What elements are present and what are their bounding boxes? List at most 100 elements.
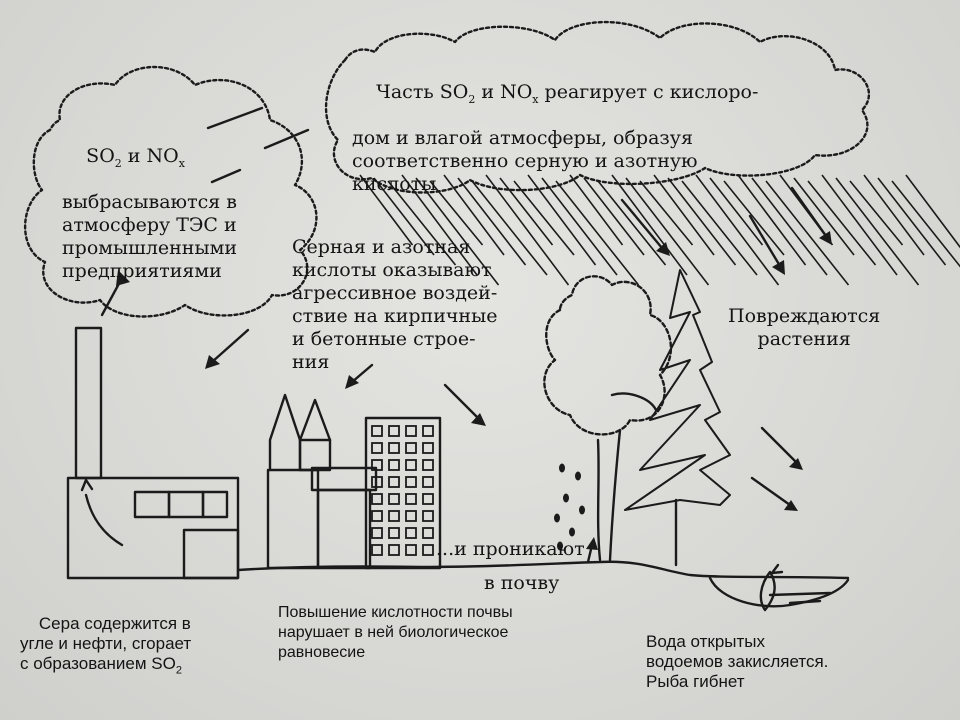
rain-streak xyxy=(695,174,780,286)
sulfur-caption: Сера содержится в угле и нефти, сгорает … xyxy=(20,594,191,694)
building-window xyxy=(422,442,434,454)
rain-streak xyxy=(541,177,618,276)
left-cloud-rest: выбрасываются в атмосферу ТЭС и промышле… xyxy=(62,191,238,282)
rain-streak xyxy=(625,177,710,286)
rain-streak xyxy=(765,180,850,286)
building-window xyxy=(371,425,383,437)
nox-label-right: и NO xyxy=(475,81,533,103)
so2-sub-right: 2 xyxy=(468,92,476,106)
ground-line xyxy=(236,560,850,580)
building-window xyxy=(405,476,417,488)
rain-streak xyxy=(849,180,904,246)
building-window xyxy=(388,527,400,539)
rain-streak xyxy=(835,177,920,286)
sulfur-caption-text: Сера содержится в угле и нефти, сгорает … xyxy=(20,614,192,673)
so2-label: SO xyxy=(86,145,115,167)
rain-streak xyxy=(737,174,807,266)
building-window xyxy=(371,476,383,488)
building-window xyxy=(422,527,434,539)
so2-label-right: Часть SO xyxy=(376,81,469,103)
building-window xyxy=(371,493,383,505)
rain-streak xyxy=(863,174,925,256)
building-window xyxy=(388,425,400,437)
rain-streak xyxy=(443,174,505,256)
rain-streak xyxy=(471,180,548,276)
building-window xyxy=(422,510,434,522)
building-window xyxy=(371,459,383,471)
church xyxy=(266,393,332,570)
rain-streak xyxy=(485,174,570,286)
building-window xyxy=(422,425,434,437)
left-cloud-text: SO2 и NOx выбрасываются в атмосферу ТЭС … xyxy=(62,122,237,329)
rain-streak xyxy=(387,180,457,266)
right-cloud-text: Часть SO2 и NOx реагирует с кислоро- дом… xyxy=(352,58,758,242)
nox-sub-right: x xyxy=(532,92,539,106)
rain-streak xyxy=(793,177,855,256)
building-window xyxy=(388,544,400,556)
building-window xyxy=(388,493,400,505)
building-window xyxy=(388,510,400,522)
rain-streak xyxy=(457,177,527,266)
building-window xyxy=(422,493,434,505)
right-cloud-line1-end: реагирует с кислоро- xyxy=(538,81,759,103)
building-window xyxy=(388,442,400,454)
so2-sub: 2 xyxy=(114,156,122,170)
rain-streak xyxy=(653,174,715,256)
rain-streak xyxy=(401,174,478,276)
building-window xyxy=(371,442,383,454)
rain-streak xyxy=(639,180,694,246)
rain-streak xyxy=(429,180,484,246)
soil-caption: Повышение кислотности почвы нарушает в н… xyxy=(278,604,513,661)
acids-label: Серная и азотная кислоты оказывают агрес… xyxy=(292,236,498,373)
rain-streak xyxy=(891,180,960,268)
building-window xyxy=(405,425,417,437)
rain-streak xyxy=(667,177,737,266)
building-window xyxy=(388,476,400,488)
building-window xyxy=(422,459,434,471)
rain-streak xyxy=(709,177,764,246)
rain-streak xyxy=(513,180,575,256)
tall-building xyxy=(364,416,442,570)
right-cloud-rest: дом и влагой атмосферы, образуя соответс… xyxy=(352,127,698,195)
rain-streak xyxy=(373,177,435,256)
penetrate-label-1: ...и проникают xyxy=(436,538,585,560)
rain-streak xyxy=(555,180,640,286)
smoke-arrow xyxy=(100,270,130,317)
sky-dashes xyxy=(206,106,310,184)
rain-streak xyxy=(611,174,688,276)
rain-streak xyxy=(499,177,554,246)
nox-label: и NO xyxy=(121,145,179,167)
rain-streak xyxy=(877,177,947,266)
building-window xyxy=(405,442,417,454)
building-window xyxy=(371,544,383,556)
building-window xyxy=(405,459,417,471)
deciduous-tree xyxy=(543,275,673,562)
building-window xyxy=(388,459,400,471)
sulfur-caption-sub: 2 xyxy=(175,664,182,677)
rain-streak xyxy=(569,174,624,246)
building-window xyxy=(371,527,383,539)
penetrate-label-2: в почву xyxy=(484,572,560,594)
building-window xyxy=(422,476,434,488)
rain-streak xyxy=(751,177,828,276)
plants-label: Повреждаются растения xyxy=(728,305,881,350)
rain-streak xyxy=(583,177,645,256)
nox-sub: x xyxy=(178,156,185,170)
rain-streak xyxy=(905,174,960,249)
acid-arrows xyxy=(205,186,832,564)
rain-streak xyxy=(807,180,877,266)
rain-streak xyxy=(681,180,758,276)
pond xyxy=(708,576,850,608)
power-plant xyxy=(66,326,240,580)
building-window xyxy=(405,544,417,556)
left-cloud xyxy=(24,65,318,318)
mid-building xyxy=(310,466,378,570)
water-caption: Вода открытых водоемов закисляется. Рыба… xyxy=(646,632,829,691)
fish-icon xyxy=(759,563,784,612)
right-cloud xyxy=(324,20,871,194)
building-window xyxy=(422,544,434,556)
rain-streak xyxy=(527,174,597,266)
building-window xyxy=(405,510,417,522)
